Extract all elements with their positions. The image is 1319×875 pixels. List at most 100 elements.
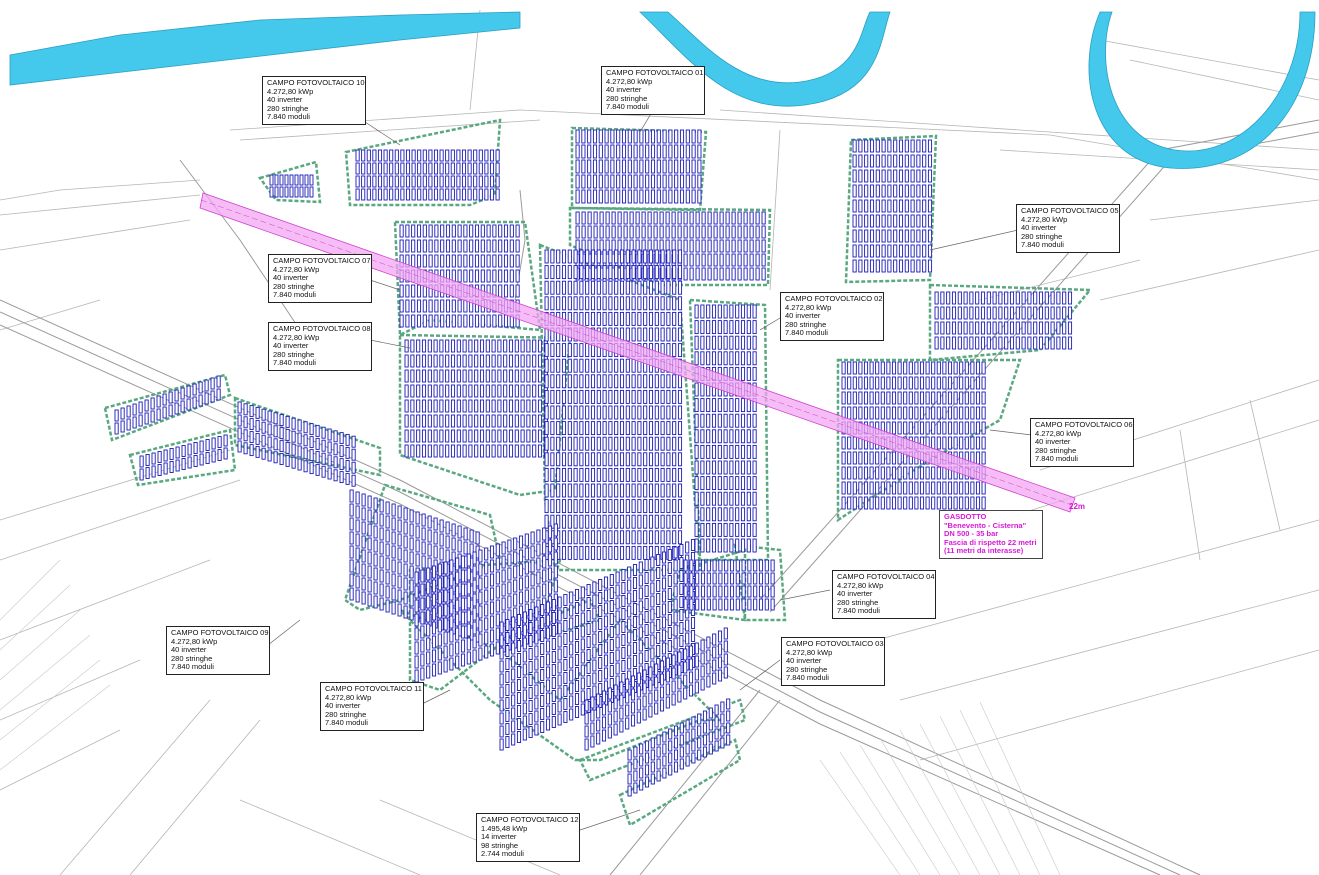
solar-panel-row — [404, 399, 409, 413]
solar-panel-row — [1044, 321, 1049, 335]
solar-panel-row — [886, 361, 891, 375]
solar-panel-row — [679, 557, 684, 569]
solar-panel-row — [653, 211, 658, 225]
solar-panel-row — [598, 174, 603, 189]
solar-panel-row — [656, 758, 661, 770]
solar-panel-row — [544, 405, 549, 420]
solar-panel-row — [621, 159, 627, 174]
solar-panel-row — [550, 249, 555, 264]
solar-panel-row — [428, 254, 433, 268]
solar-panel-row — [615, 584, 620, 597]
solar-panel-row — [211, 450, 216, 463]
solar-panel-row — [656, 593, 661, 605]
solar-panel-row — [931, 496, 936, 510]
solar-panel-row — [237, 440, 242, 453]
solar-panel-row — [585, 530, 590, 545]
solar-panel-row — [385, 585, 390, 599]
solar-panel-row — [666, 296, 671, 311]
field-inverter: 40 inverter — [786, 656, 822, 666]
solar-panel-row — [581, 211, 586, 225]
solar-panel-row — [550, 452, 555, 467]
solar-panel-row — [700, 304, 705, 319]
solar-panel-row — [422, 254, 427, 268]
solar-panel-row — [472, 621, 477, 635]
field-modules: 7.840 moduli — [273, 358, 316, 368]
solar-panel-row — [747, 585, 752, 598]
solar-panel-row — [969, 321, 974, 335]
solar-panel-row — [903, 481, 908, 495]
solar-panel-row — [711, 398, 717, 413]
solar-panel-row — [643, 374, 648, 389]
solar-panel-row — [627, 144, 632, 159]
solar-panel-row — [274, 174, 279, 186]
solar-panel-row — [637, 405, 642, 420]
solar-panel-row — [637, 483, 642, 498]
solar-panel-row — [953, 361, 958, 375]
solar-panel-row — [724, 585, 729, 598]
solar-panel-row — [740, 476, 746, 491]
solar-panel-row — [880, 451, 885, 465]
solar-panel-row — [677, 514, 683, 529]
solar-panel-row — [297, 432, 302, 445]
solar-panel-row — [677, 467, 683, 482]
solar-panel-row — [547, 539, 553, 553]
field-modules: 7.840 moduli — [837, 606, 880, 616]
gasdotto-spec: DN 500 - 35 bar — [944, 529, 999, 539]
solar-panel-row — [677, 530, 683, 545]
solar-panel-row — [644, 598, 649, 610]
field-strips — [0, 559, 1061, 875]
solar-panel-row — [667, 562, 672, 574]
solar-panel-row — [891, 406, 897, 420]
solar-panel-row — [701, 239, 706, 253]
solar-panel-row — [514, 399, 519, 413]
solar-panel-row — [683, 598, 688, 611]
solar-panel-row — [411, 175, 416, 188]
solar-panel-row — [399, 239, 404, 253]
solar-panel-arrays — [114, 129, 1073, 797]
solar-panel-row — [602, 389, 607, 404]
solar-panel-row — [959, 421, 964, 435]
solar-panel-row — [633, 770, 638, 782]
solar-panel-row — [503, 414, 508, 428]
solar-panel-row — [355, 175, 360, 188]
solar-panel-row — [631, 545, 636, 560]
solar-panel-row — [970, 496, 975, 510]
solar-panel-row — [910, 214, 915, 228]
solar-panel-row — [903, 421, 908, 435]
solar-panel-row — [404, 354, 409, 368]
solar-panel-row — [630, 675, 636, 688]
solar-panel-row — [708, 731, 713, 743]
solar-panel-row — [998, 306, 1003, 320]
solar-panel-row — [601, 690, 607, 703]
solar-panel-row — [243, 429, 248, 442]
solar-panel-row — [690, 617, 696, 629]
solar-panel-row — [746, 413, 751, 428]
solar-panel-row — [339, 432, 344, 445]
solar-panel-row — [608, 483, 613, 498]
solar-panel-row — [752, 522, 757, 537]
solar-panel-row — [449, 615, 454, 629]
solar-panel-row — [411, 314, 416, 328]
solar-panel-row — [947, 376, 953, 390]
solar-panel-row — [644, 637, 649, 649]
solar-panel-row — [904, 214, 909, 228]
solar-panel-row — [237, 427, 242, 440]
solar-panel-row — [495, 599, 500, 613]
solar-panel-row — [598, 631, 603, 643]
solar-panel-row — [394, 162, 399, 175]
solar-panel-row — [420, 639, 425, 653]
solar-panel-row — [910, 229, 915, 243]
solar-panel-row — [858, 139, 863, 153]
solar-panel-row — [544, 467, 549, 482]
solar-panel-row — [416, 339, 421, 353]
solar-panel-row — [474, 254, 480, 268]
solar-panel-row — [631, 327, 636, 342]
solar-panel-row — [735, 491, 740, 506]
solar-panel-row — [697, 129, 702, 144]
solar-panel-row — [573, 249, 578, 264]
solar-panel-row — [255, 432, 260, 445]
solar-panel-row — [503, 339, 508, 353]
solar-panel-row — [580, 690, 585, 703]
solar-panel-row — [752, 538, 757, 553]
field-label-09: CAMPO FOTOVOLTAICO 09 4.272,80 kWp 40 in… — [166, 626, 270, 675]
